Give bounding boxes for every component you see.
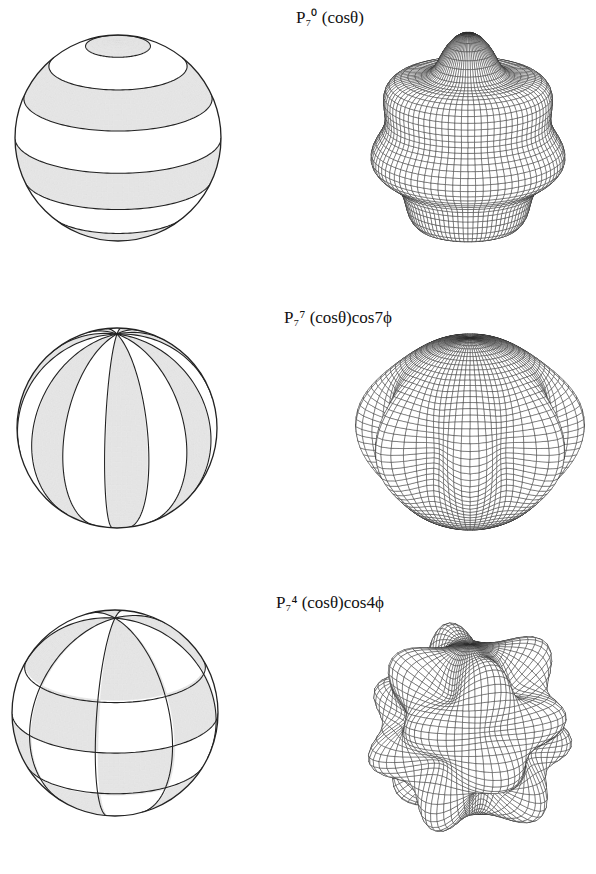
figure-page: P₇⁰ (cosθ)P₇⁷ (cosθ)cos7ϕP₇⁴ (cosθ)cos4ϕ	[0, 0, 596, 874]
